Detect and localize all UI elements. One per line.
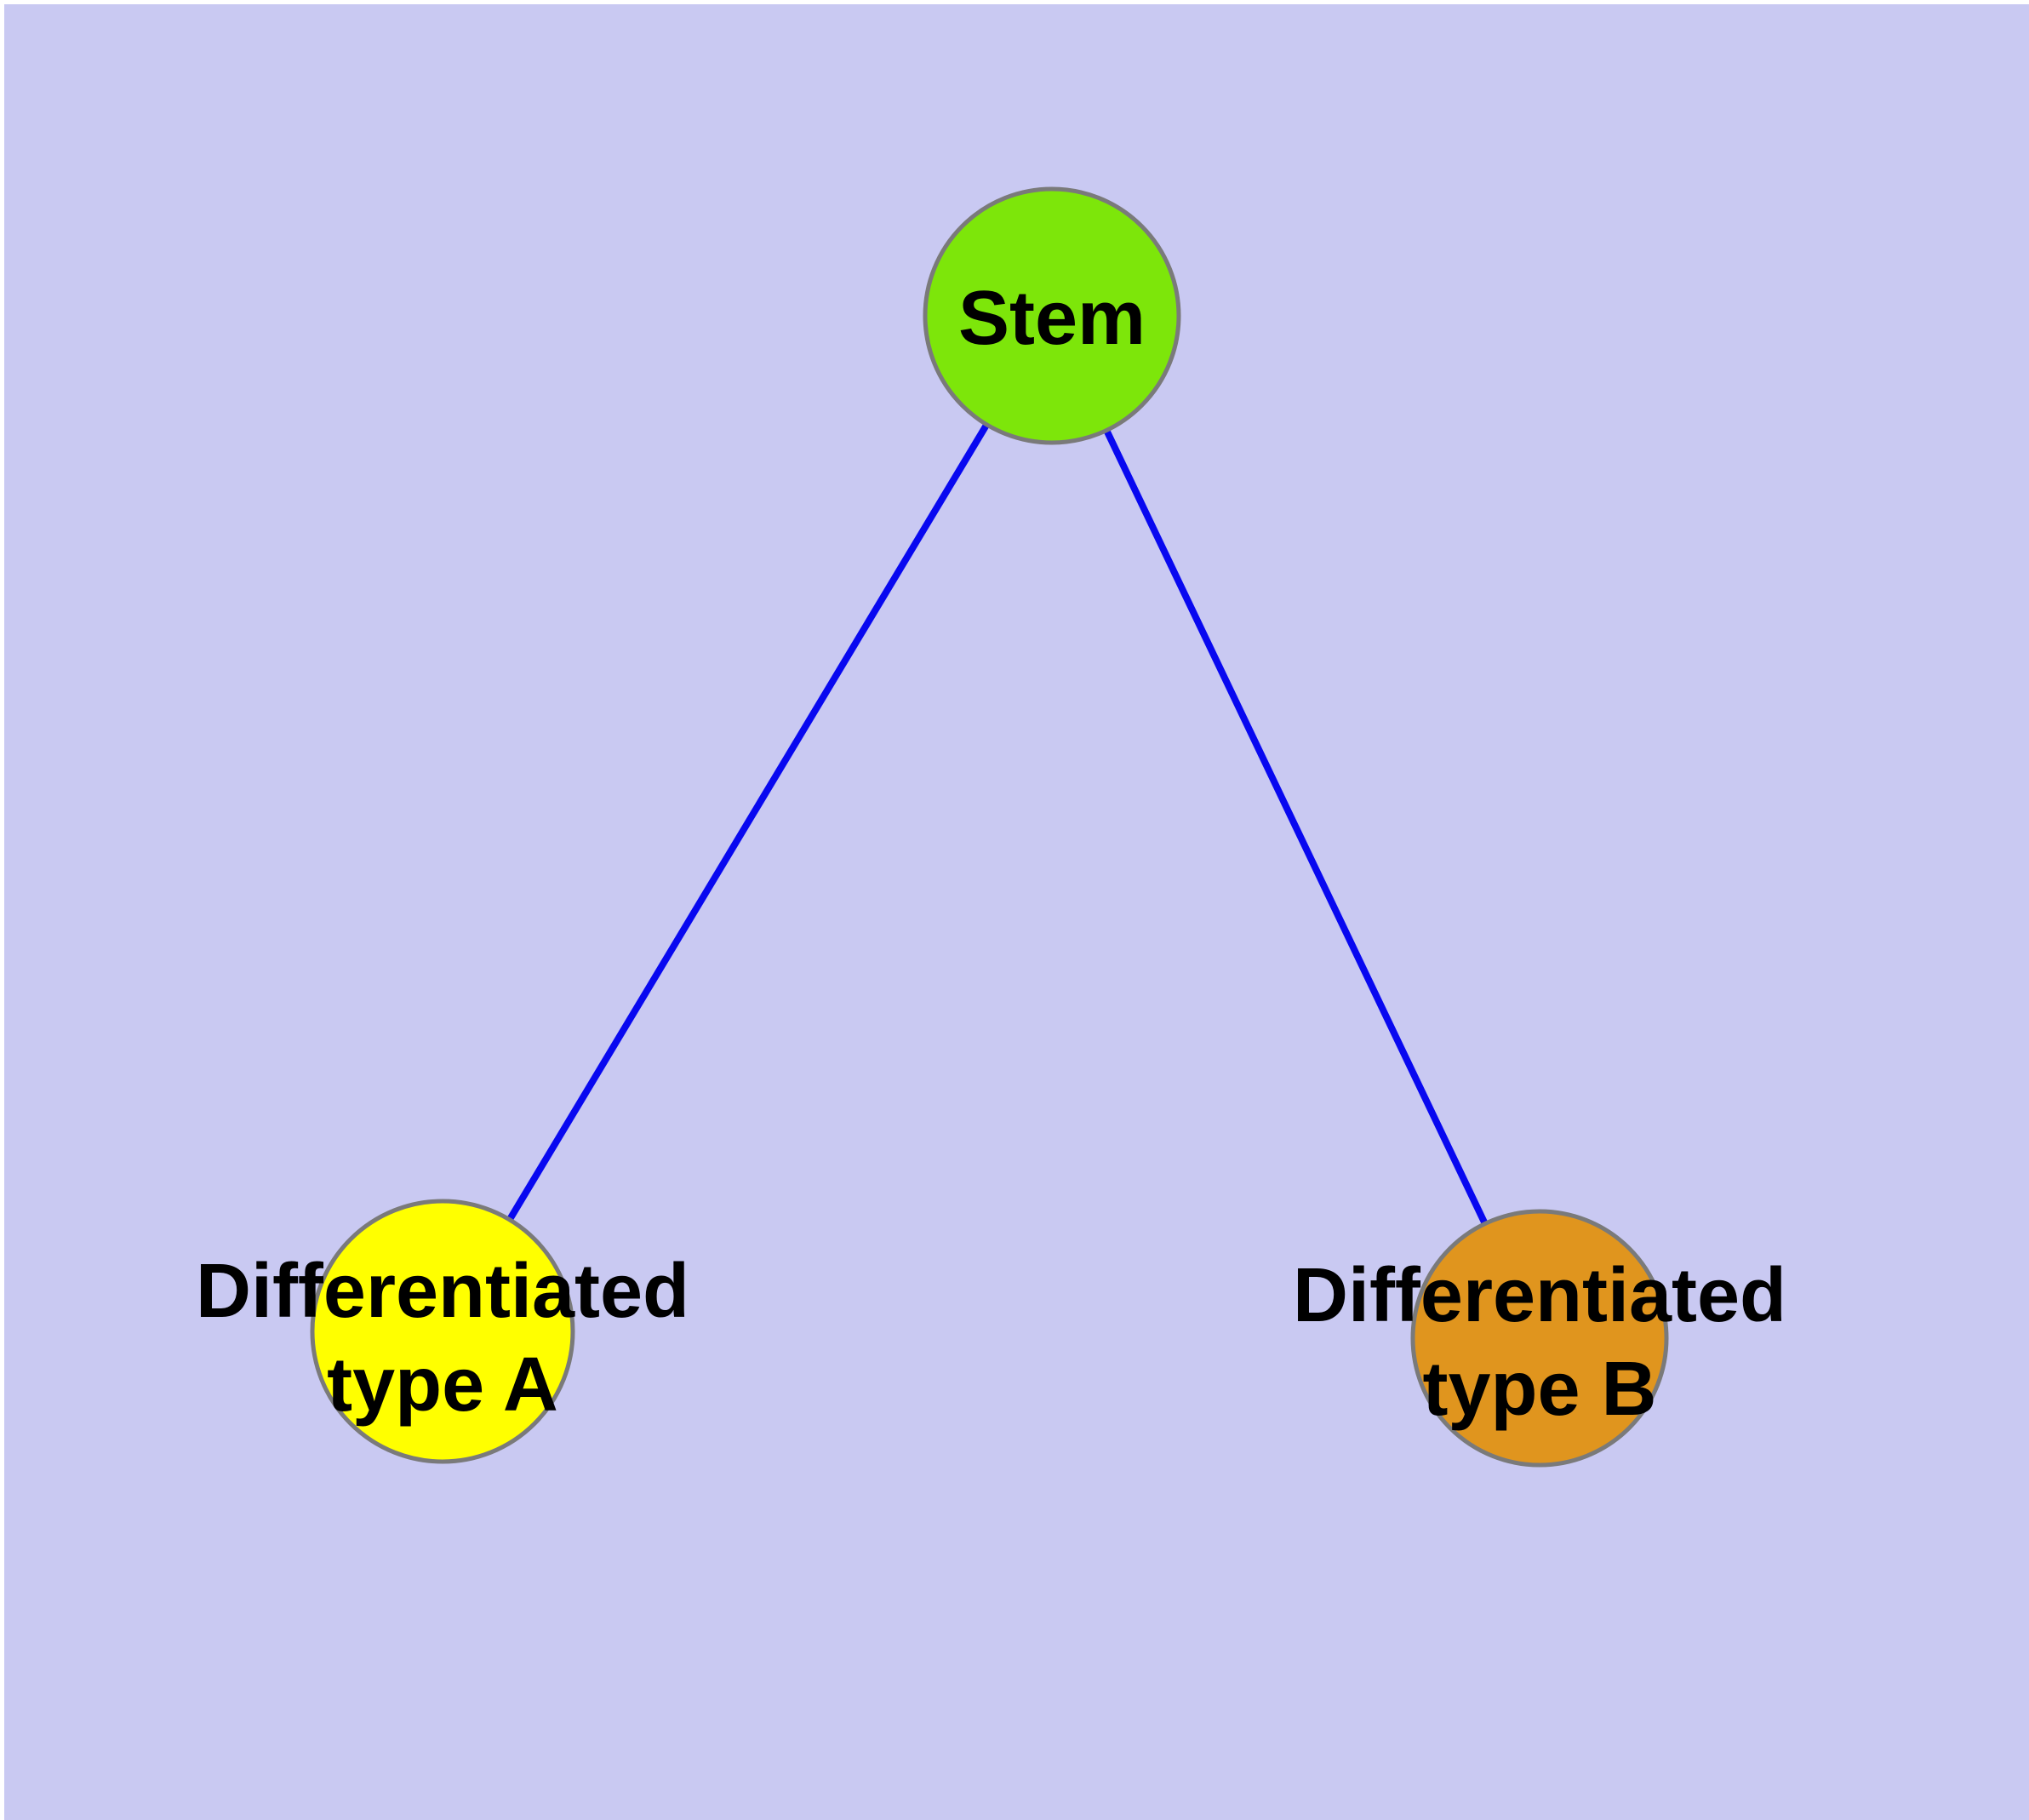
node-differentiated-type-b-label-line2: type B xyxy=(1422,1347,1656,1432)
node-stem xyxy=(923,186,1181,445)
edge-stem-to-type-b xyxy=(1049,314,1543,1340)
node-differentiated-type-b xyxy=(1410,1209,1669,1468)
node-differentiated-type-b-label-line1: Differentiated xyxy=(1293,1253,1786,1338)
node-differentiated-type-a-label-line1: Differentiated xyxy=(196,1249,689,1334)
node-differentiated-type-a xyxy=(310,1199,575,1464)
edge-stem-to-type-a xyxy=(439,313,1055,1334)
node-stem-label: Stem xyxy=(958,276,1146,361)
node-differentiated-type-a-label-line2: type A xyxy=(327,1342,558,1428)
